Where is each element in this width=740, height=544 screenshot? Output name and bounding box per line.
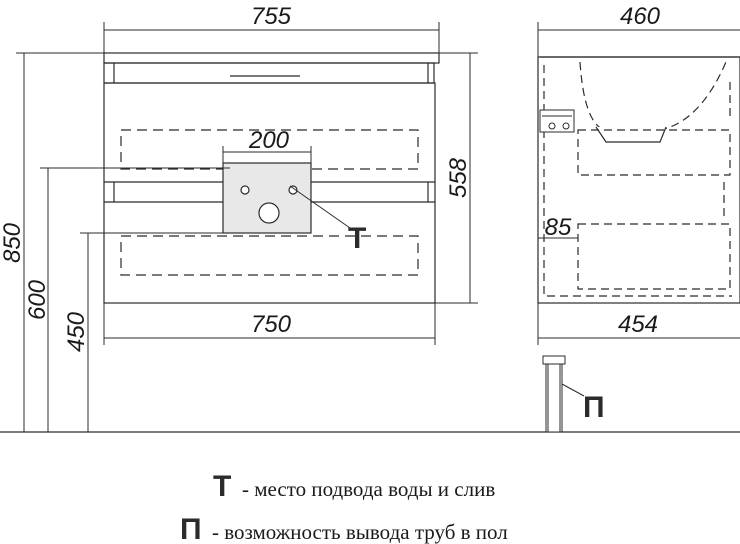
floor-pipe-leader: [561, 383, 585, 397]
height-dimensions: [16, 52, 230, 432]
top-width-dimension: [103, 22, 440, 53]
side-connection-block: [539, 109, 575, 133]
connection-panel: [222, 162, 312, 234]
side-bottom-depth-dimension: [537, 303, 740, 345]
front-drawer-lower-outline: [120, 235, 419, 276]
water-inlet-right: [288, 185, 298, 195]
legend-p-text: - возможность вывода труб в пол: [212, 520, 508, 544]
side-cabinet-body: [537, 56, 740, 304]
top-width-label: 755: [251, 3, 292, 30]
connection-leader: [289, 185, 351, 229]
drain-outlet: [258, 202, 280, 224]
side-drawer-lower-outline: [577, 223, 731, 290]
connection-width-label: 200: [248, 127, 290, 154]
side-basin-drain: [595, 126, 667, 143]
floor-pipe-marker: П: [583, 391, 605, 424]
side-offset-label: 85: [545, 214, 572, 241]
floor-pipe: [542, 355, 566, 433]
connection-marker-t: T: [348, 222, 366, 255]
legend-t-text: - место подвода воды и слив: [242, 477, 495, 501]
side-view: [537, 56, 740, 304]
height-total-label: 850: [0, 222, 26, 263]
bottom-width-label: 750: [251, 311, 292, 338]
water-inlet-left: [240, 185, 250, 195]
front-top-strip: [103, 62, 435, 84]
legend-t-marker: T: [213, 470, 231, 503]
height-low-label: 450: [63, 311, 90, 352]
side-top-depth-label: 460: [620, 3, 661, 30]
connection-width-dimension: [222, 146, 312, 163]
side-bottom-depth-label: 454: [618, 311, 658, 338]
legend-p-marker: П: [180, 513, 202, 544]
side-drawer-upper-outline: [577, 129, 731, 176]
cabinet-height-dimension: [435, 52, 478, 304]
front-cabinet-body: [103, 82, 436, 304]
side-interior-outline: [543, 65, 732, 297]
side-basin-bowl: [579, 61, 727, 131]
front-countertop: [103, 52, 440, 64]
bottom-width-dimension: [103, 303, 436, 345]
side-top-depth-dimension: [537, 22, 740, 57]
cabinet-height-label: 558: [445, 157, 472, 198]
height-mid-label: 600: [24, 279, 51, 320]
